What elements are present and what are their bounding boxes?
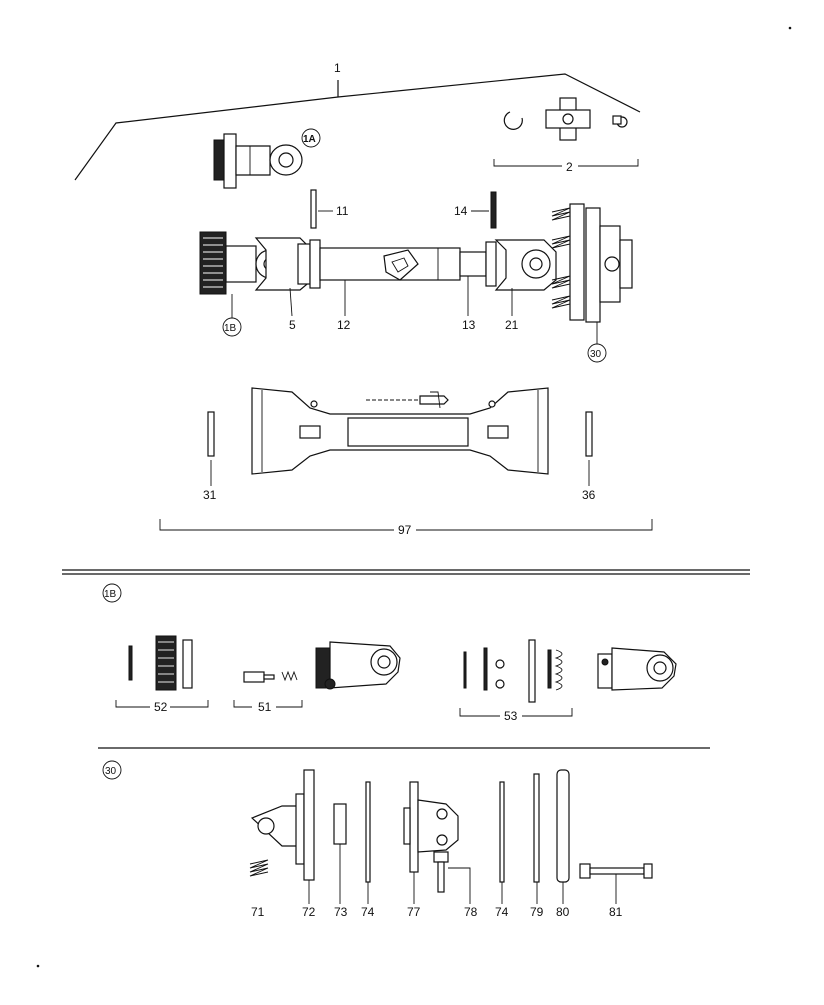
kit-bracket-52: 52 [115, 700, 209, 714]
callout-21: 21 [505, 318, 519, 332]
grease-fitting-icon [612, 115, 628, 128]
safety-chain-icon [366, 391, 449, 409]
callout-31: 31 [203, 488, 217, 502]
callout-72: 72 [302, 905, 316, 919]
callout-14: 14 [454, 204, 468, 218]
spring-71-icon: 71 [249, 859, 269, 919]
callout-1: 1 [334, 61, 341, 75]
callout-81: 81 [609, 905, 623, 919]
bolt-81-icon: 81 [579, 863, 653, 919]
kit-bracket-53: 53 [459, 708, 573, 723]
pressure-plate-80-icon: 80 [556, 769, 570, 919]
ring-36-icon: 36 [582, 411, 596, 502]
callout-80: 80 [556, 905, 570, 919]
kit-bracket-51: 51 [233, 700, 303, 714]
universal-joint-icon [545, 97, 591, 141]
callout-53: 53 [504, 709, 518, 723]
callout-13: 13 [462, 318, 476, 332]
callout-71: 71 [251, 905, 265, 919]
svg-text:30: 30 [105, 766, 117, 777]
callout-1b: 1B [224, 323, 237, 334]
friction-disc-74b-icon: 74 [495, 781, 509, 919]
section-1b-label: 1B [102, 583, 122, 603]
callout-77: 77 [407, 905, 421, 919]
snap-ring-icon [503, 111, 523, 130]
pin-11-icon: 11 [310, 189, 349, 229]
kit-53-icon [463, 639, 563, 703]
plate-73-icon: 73 [333, 803, 348, 919]
ring-31-icon: 31 [203, 411, 217, 502]
callout-73: 73 [334, 905, 348, 919]
callout-78: 78 [464, 905, 478, 919]
driveline-assembly-icon [199, 203, 633, 323]
pin-14-icon: 14 [454, 191, 497, 229]
callout-74-b: 74 [495, 905, 509, 919]
callout-74-a: 74 [361, 905, 375, 919]
yoke-1a-icon [213, 133, 303, 189]
bolt-78-icon: 78 [433, 851, 478, 919]
lock-pin-51-icon [243, 670, 298, 683]
section-30-label: 30 [102, 760, 122, 780]
clutch-spring-icon [551, 207, 571, 309]
driveline-callouts: 1B 5 12 13 21 30 [222, 276, 607, 363]
kit-bracket-97: 97 [159, 519, 653, 537]
callout-1a: 1A [301, 128, 321, 148]
callout-36: 36 [582, 488, 596, 502]
callout-30: 30 [590, 349, 602, 360]
shield-icon [251, 387, 549, 475]
callout-11: 11 [336, 204, 349, 218]
callout-52: 52 [154, 700, 168, 714]
callout-2: 2 [566, 160, 573, 174]
friction-disc-74-icon: 74 [361, 781, 375, 919]
kit-bracket-2: 2 [493, 159, 639, 174]
callout-12: 12 [337, 318, 351, 332]
flange-yoke-77-icon: 77 [403, 781, 459, 919]
scan-dot [788, 26, 792, 30]
yoke-1b-icon [315, 641, 401, 690]
kit-52-icon [128, 635, 193, 691]
plate-79-icon: 79 [530, 773, 544, 919]
assembly-bracket-1: 1 [74, 61, 641, 181]
callout-51: 51 [258, 700, 272, 714]
svg-text:1B: 1B [104, 589, 117, 600]
hub-72-icon: 72 [250, 769, 316, 919]
section-divider [62, 569, 750, 575]
callout-5: 5 [289, 318, 296, 332]
callout-97: 97 [398, 523, 412, 537]
svg-text:1A: 1A [303, 134, 316, 145]
yoke-53-icon [597, 647, 677, 691]
callout-79: 79 [530, 905, 544, 919]
scan-dot-2 [36, 964, 40, 968]
